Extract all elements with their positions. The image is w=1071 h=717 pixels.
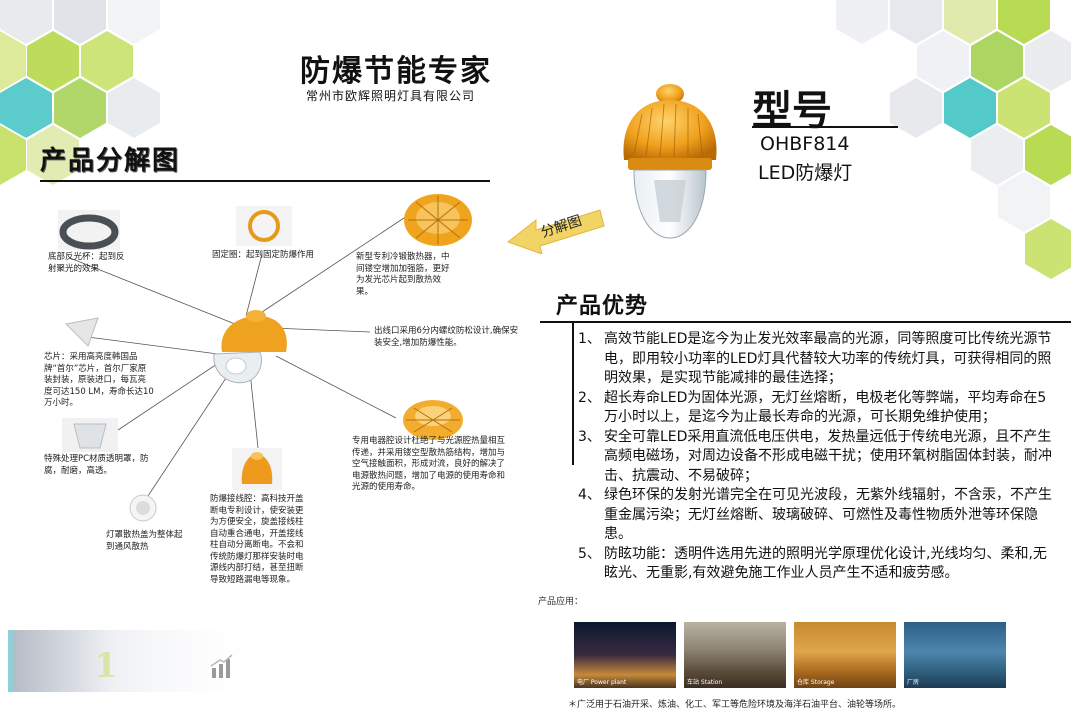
driver-chamber-label: 专用电器腔设计杜绝了与光源腔热量相互传递，并采用镂空型散热筋结构，增加与空气接触… <box>352 436 506 492</box>
junction-chamber-label: 防爆接线腔：高科技开盖断电专利设计，使安装更为方便安全，旋盖接线柱自动重合通电，… <box>210 494 304 585</box>
advantages-list: 1、高效节能LED是迄今为止发光效率最高的光源，同等照度可比传统光源节电，即用较… <box>578 330 1058 584</box>
shade-image <box>129 494 157 522</box>
page-number: 1 <box>94 646 118 686</box>
advantage-item: 3、安全可靠LED采用直流低电压供电，发热量远低于传统电光源，且不产生高频电磁场… <box>578 428 1052 484</box>
reflector-image <box>58 210 120 250</box>
model-divider <box>752 126 898 128</box>
bar-chart-icon <box>210 654 233 678</box>
decomposition-heading: 产品分解图 <box>40 146 181 176</box>
fixing-ring-label: 固定圈：起到固定防爆作用 <box>212 250 315 260</box>
chip-cone-image <box>64 317 99 347</box>
applications-note: ＊广泛用于石油开采、炼油、化工、军工等危险环境及海洋石油平台、油轮等场所。 <box>568 700 902 710</box>
model-name: LED防爆灯 <box>758 162 853 184</box>
advantage-item: 5、防眩功能：透明件选用先进的照明光学原理优化设计,光线均匀、柔和,无眩光、无重… <box>578 545 1047 582</box>
advantage-item: 1、高效节能LED是迄今为止发光效率最高的光源，同等照度可比传统光源节电，即用较… <box>578 331 1052 386</box>
heatsink-label: 新型专利冷锻散热器，中间镂空增加加强筋，更好为发光芯片起到散热效果。 <box>356 252 450 297</box>
pc-cover-label: 特殊处理PC材质透明罩，防腐，耐磨，高透。 <box>44 454 149 476</box>
decomposition-arrow-icon <box>506 209 605 254</box>
advantages-side-rule <box>572 323 574 465</box>
junction-chamber-image <box>232 448 282 490</box>
exploded-diagram: 底部反光杯：起到反射聚光的效果 固定圈：起到固定防爆作用 新型专利冷锻散热器，中… <box>40 194 540 616</box>
reflector-label: 底部反光杯：起到反射聚光的效果 <box>48 252 125 274</box>
advantage-item: 2、超长寿命LED为固体光源，无灯丝熔断，电极老化等弊端，平均寿命在5万小时以上… <box>578 389 1047 426</box>
applications-label: 产品应用： <box>538 597 584 607</box>
connector-lines <box>69 213 411 509</box>
application-photos: 电厂 Power plant 车站 Station 仓库 Storage 厂房 <box>574 622 1006 688</box>
factory-photo: 厂房 <box>904 622 1006 688</box>
explosion-proof-lamp-image <box>623 84 717 239</box>
heatsink-image <box>404 194 472 246</box>
page-title: 防爆节能专家 <box>300 54 492 89</box>
chip-label: 芯片：采用高亮度韩国品牌“首尔”芯片，首尔厂家原装封装，原装进口，每瓦亮度可达1… <box>44 352 154 408</box>
center-lamp-image <box>213 310 287 384</box>
advantage-item: 4、绿色环保的发射光谱完全在可见光波段，无紫外线辐射，不含汞，不产生重金属污染；… <box>578 487 1052 542</box>
outlet-label: 出线口采用6分内螺纹防松设计,确保安装安全,增加防爆性能。 <box>374 326 519 348</box>
advantages-divider <box>540 321 1071 323</box>
power-plant-photo: 电厂 Power plant <box>574 622 676 688</box>
fixing-ring-image <box>236 206 292 246</box>
model-code: OHBF814 <box>760 133 850 155</box>
pc-cover-image <box>62 418 118 452</box>
advantages-heading: 产品优势 <box>556 294 649 319</box>
station-photo: 车站 Station <box>684 622 786 688</box>
driver-chamber-image <box>403 400 463 440</box>
shade-label: 灯罩散热盖为整体起到通风散热 <box>106 530 183 552</box>
storage-photo: 仓库 Storage <box>794 622 896 688</box>
decomposition-divider <box>40 180 490 182</box>
company-name: 常州市欧辉照明灯具有限公司 <box>306 89 476 103</box>
